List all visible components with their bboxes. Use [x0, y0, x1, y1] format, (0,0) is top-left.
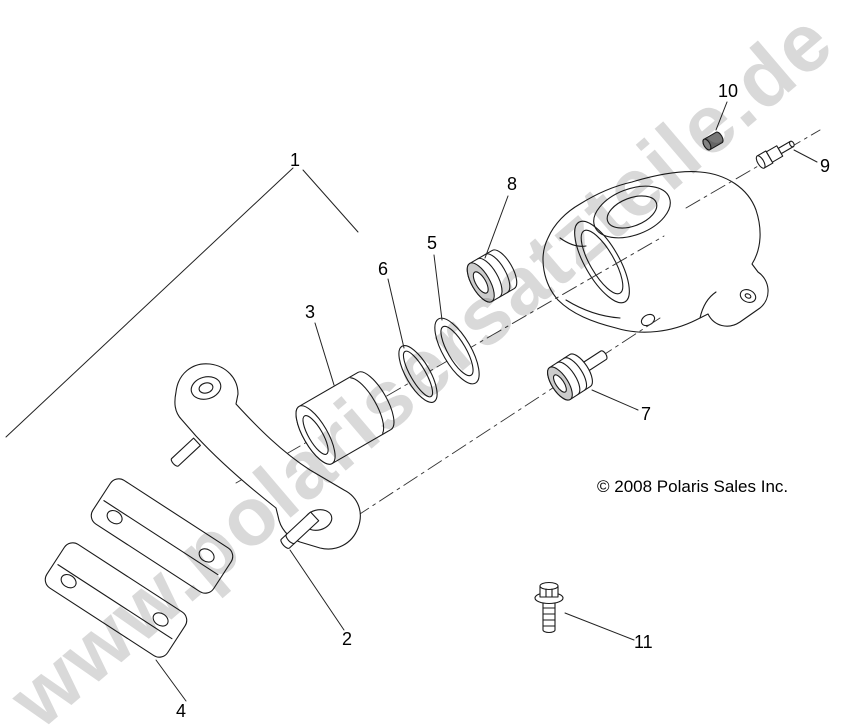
bracket-outline [174, 363, 361, 550]
slide-pin-boot-rib-2 [563, 357, 588, 391]
leader-line-10 [715, 101, 728, 131]
slide-pin-boot [547, 350, 608, 401]
bracket-slide-pin-lower-groove [285, 533, 296, 545]
slide-pin-boot-rib-1 [556, 361, 581, 396]
bleeder-axis-centerline [685, 129, 821, 209]
callout-6: 6 [378, 259, 388, 279]
callout-2: 2 [342, 629, 352, 649]
brake-pad-rear-hole-right [198, 548, 215, 563]
piston-dust-boot [466, 249, 518, 303]
slide-pin-axis-centerline [339, 317, 661, 528]
leader-line-8 [484, 195, 509, 259]
slide-pin-boot-hole [552, 374, 567, 393]
leader-line-3 [314, 322, 335, 386]
leader-line-7 [591, 389, 639, 411]
bleeder-screw [755, 140, 795, 169]
dust-boot-rib-1 [476, 257, 503, 298]
bracket-slide-pin-lower [280, 511, 320, 549]
brake-pad-rear-plate [90, 478, 234, 594]
brake-pad-rear [90, 478, 234, 594]
caliper-ear-hole [739, 289, 757, 303]
leader-line-1b [5, 167, 294, 438]
callout-9: 9 [820, 156, 830, 176]
brake-pad-front-hole-left [60, 573, 77, 589]
piston-front-face [295, 405, 336, 465]
caliper-saddle-outer [593, 185, 671, 239]
bleeder-tip-end [789, 140, 795, 148]
callout-4: 4 [176, 701, 186, 721]
piston [295, 371, 395, 465]
brake-pad-rear-material-line [103, 500, 219, 576]
bolt-shaft [542, 597, 556, 634]
brake-pad-front-material-line [57, 564, 173, 640]
callout-3: 3 [305, 302, 315, 322]
brake-pad-front-hole-right [152, 612, 169, 627]
bolt-hex-top [539, 581, 559, 591]
piston-seal-ring [434, 317, 480, 385]
mounting-bolt [534, 581, 564, 634]
callout-8: 8 [507, 174, 517, 194]
callout-11: 11 [634, 632, 653, 652]
callout-7: 7 [641, 404, 651, 424]
caliper-ear-line [699, 291, 717, 319]
leader-line-9 [793, 149, 818, 163]
bracket-lug-hole-inner [198, 382, 214, 394]
piston-rim-groove [350, 377, 385, 434]
leader-line-5 [433, 254, 443, 321]
leader-line-1a [302, 169, 359, 233]
seal-ring-inner [440, 325, 474, 377]
leader-line-4 [155, 659, 187, 702]
bleeder-cap-face [702, 138, 712, 151]
caliper-bottom-edge [565, 299, 621, 319]
brake-pad-front-plate [44, 542, 188, 658]
bracket-lug-hole-outer [190, 376, 222, 400]
caliper-casting-line [559, 237, 587, 247]
bracket-slide-pin-lower-body [280, 511, 320, 549]
leader-line-11 [564, 612, 635, 641]
copyright-text: © 2008 Polaris Sales Inc. [597, 477, 789, 496]
callout-1: 1 [290, 150, 300, 170]
o-ring-outer [398, 345, 438, 403]
mounting-bracket [174, 363, 361, 550]
bracket-slide-pin-upper-body [170, 437, 201, 467]
dust-boot-hole [472, 271, 489, 294]
leader-line-6 [387, 278, 405, 349]
caliper-saddle-inner [606, 195, 658, 229]
brake-pad-front [44, 542, 188, 658]
callout-10: 10 [718, 81, 738, 101]
bracket-slide-pin-upper [170, 437, 201, 467]
leader-line-2 [289, 549, 345, 631]
piston-o-ring [398, 345, 438, 403]
caliper-bore-inner [580, 229, 624, 295]
callout-5: 5 [427, 233, 437, 253]
caliper-silhouette [542, 171, 769, 333]
dust-boot-rib-2 [484, 253, 511, 294]
brake-pad-rear-hole-left [106, 509, 123, 525]
caliper-body [542, 171, 769, 333]
piston-face-detail [302, 415, 329, 455]
bleeder-hex-face [755, 155, 766, 169]
caliper-ear-hole-center [744, 293, 752, 299]
o-ring-inner [402, 350, 434, 398]
bleeder-cap [702, 131, 724, 151]
